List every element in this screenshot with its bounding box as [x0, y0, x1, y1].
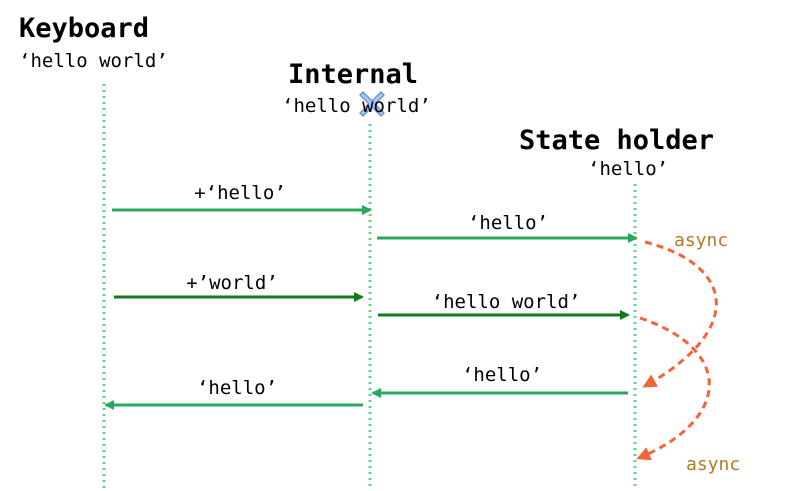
participant-title-keyboard: Keyboard: [19, 13, 150, 44]
cross-icon: [359, 91, 385, 117]
participant-value-internal: ‘hello world’: [282, 95, 431, 117]
async-arrow-2: [636, 316, 711, 461]
participant-title-internal: Internal: [288, 59, 419, 90]
message-label-6: ‘hello’: [196, 377, 278, 399]
participant-value-state: ‘hello’: [588, 158, 669, 180]
async-label-1: async: [674, 230, 729, 251]
async-arrow-1: [642, 240, 718, 388]
message-label-1: +‘hello’: [194, 182, 286, 204]
participant-value-keyboard: ‘hello world’: [19, 50, 168, 72]
message-label-3: +’world’: [186, 272, 278, 294]
message-label-4: ‘hello world’: [431, 291, 581, 313]
message-label-2: ‘hello’: [467, 212, 549, 234]
async-label-2: async: [686, 454, 741, 475]
message-label-5: ‘hello’: [461, 364, 543, 386]
participant-title-state: State holder: [519, 125, 715, 156]
